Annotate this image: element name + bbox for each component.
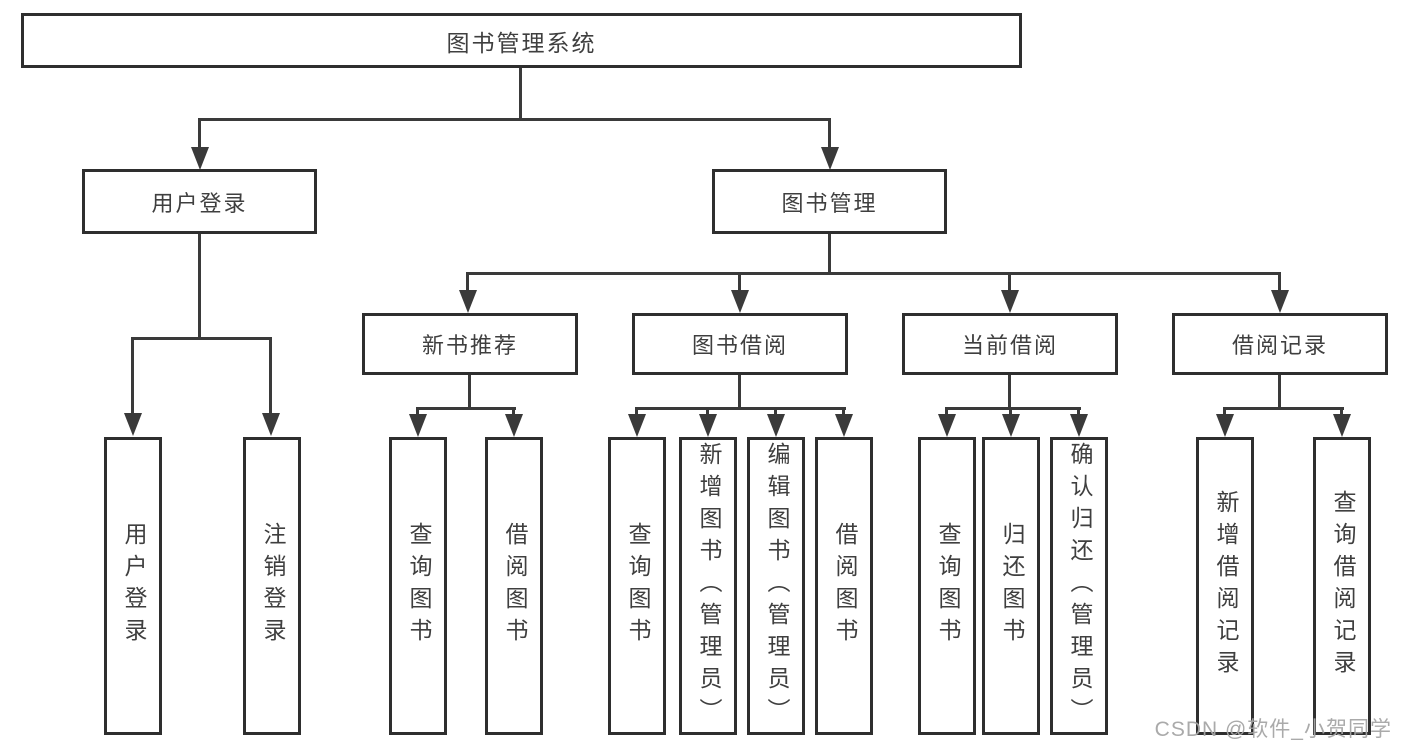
connector-root-drop-left: [198, 118, 201, 148]
leaf-borrow-edit-books-admin: 编辑图书（管理员）: [747, 437, 805, 735]
arrowhead-borrow-borrow: [835, 414, 853, 437]
connector-records-drop-1: [1223, 407, 1226, 415]
arrowhead-records-add: [1216, 414, 1234, 437]
arrowhead-current-query: [938, 414, 956, 437]
leaf-records-add-record-label: 新增借阅记录: [1212, 490, 1239, 682]
connector-records-stem: [1278, 375, 1281, 407]
leaf-borrow-borrow-books: 借阅图书: [815, 437, 873, 735]
leaf-recommend-query-books: 查询图书: [389, 437, 447, 735]
connector-login-stem: [198, 234, 201, 337]
leaf-user-login-label: 用户登录: [120, 522, 147, 650]
connector-recommend-bar: [416, 407, 516, 410]
connector-login-bar: [131, 337, 272, 340]
connector-borrow-drop-3: [774, 407, 777, 415]
connector-mgmt-drop-4: [1278, 272, 1281, 291]
connector-borrow-drop-4: [842, 407, 845, 415]
connector-current-stem: [1008, 375, 1011, 407]
leaf-current-return-books: 归还图书: [982, 437, 1040, 735]
leaf-current-confirm-return-admin: 确认归还（管理员）: [1050, 437, 1108, 735]
leaf-recommend-borrow-books-label: 借阅图书: [501, 522, 528, 650]
connector-mgmt-bar: [466, 272, 1281, 275]
leaf-borrow-edit-books-admin-label: 编辑图书（管理员）: [763, 442, 790, 730]
connector-current-drop-1: [945, 407, 948, 415]
connector-root-stem: [519, 68, 522, 118]
connector-borrow-bar: [635, 407, 846, 410]
arrowhead-recommend-borrow: [505, 414, 523, 437]
leaf-recommend-borrow-books: 借阅图书: [485, 437, 543, 735]
node-user-login-label: 用户登录: [151, 190, 248, 216]
arrowhead-new-book: [459, 290, 477, 313]
node-borrow-records-label: 借阅记录: [1231, 333, 1328, 358]
connector-records-drop-2: [1340, 407, 1343, 415]
node-book-borrow-label: 图书借阅: [691, 333, 788, 358]
leaf-borrow-borrow-books-label: 借阅图书: [831, 522, 858, 650]
connector-login-drop-right: [269, 337, 272, 413]
leaf-current-return-books-label: 归还图书: [998, 522, 1025, 650]
leaf-user-login: 用户登录: [104, 437, 162, 735]
connector-current-drop-3: [1077, 407, 1080, 415]
leaf-current-confirm-return-admin-label: 确认归还（管理员）: [1066, 442, 1093, 730]
leaf-records-add-record: 新增借阅记录: [1196, 437, 1254, 735]
connector-borrow-drop-2: [706, 407, 709, 415]
arrowhead-leaf-user-login: [124, 413, 142, 436]
connector-mgmt-drop-2: [738, 272, 741, 291]
node-new-book-recommend: 新书推荐: [362, 313, 578, 375]
arrowhead-book-borrow: [731, 290, 749, 313]
connector-borrow-drop-1: [635, 407, 638, 415]
connector-records-bar: [1223, 407, 1344, 410]
connector-recommend-drop-2: [512, 407, 515, 415]
node-user-login: 用户登录: [82, 169, 317, 234]
leaf-logout: 注销登录: [243, 437, 301, 735]
leaf-records-query-record: 查询借阅记录: [1313, 437, 1371, 735]
leaf-borrow-query-books: 查询图书: [608, 437, 666, 735]
arrowhead-leaf-logout: [262, 413, 280, 436]
connector-borrow-stem: [738, 375, 741, 407]
leaf-borrow-query-books-label: 查询图书: [624, 522, 651, 650]
node-new-book-recommend-label: 新书推荐: [421, 333, 518, 358]
connector-root-bar: [198, 118, 831, 121]
arrowhead-current-borrow: [1001, 290, 1019, 313]
arrowhead-user-login: [191, 147, 209, 170]
connector-root-drop-right: [828, 118, 831, 148]
csdn-watermark: CSDN @软件_小贺同学: [1154, 718, 1392, 741]
node-root: 图书管理系统: [21, 13, 1022, 68]
arrowhead-borrow-add: [699, 414, 717, 437]
leaf-logout-label: 注销登录: [259, 522, 286, 650]
arrowhead-borrow-query: [628, 414, 646, 437]
leaf-current-query-books-label: 查询图书: [934, 522, 961, 650]
leaf-borrow-add-books-admin-label: 新增图书（管理员）: [695, 442, 722, 730]
arrowhead-current-return: [1002, 414, 1020, 437]
connector-current-drop-2: [1009, 407, 1012, 415]
arrowhead-recommend-query: [409, 414, 427, 437]
leaf-current-query-books: 查询图书: [918, 437, 976, 735]
node-borrow-records: 借阅记录: [1172, 313, 1388, 375]
node-root-label: 图书管理系统: [446, 29, 597, 56]
node-current-borrow-label: 当前借阅: [961, 333, 1058, 358]
connector-current-bar: [945, 407, 1081, 410]
connector-mgmt-drop-1: [466, 272, 469, 291]
node-book-borrow: 图书借阅: [632, 313, 848, 375]
connector-login-drop-left: [131, 337, 134, 413]
connector-mgmt-drop-3: [1008, 272, 1011, 291]
arrowhead-borrow-edit: [767, 414, 785, 437]
leaf-borrow-add-books-admin: 新增图书（管理员）: [679, 437, 737, 735]
connector-mgmt-stem: [828, 234, 831, 272]
node-current-borrow: 当前借阅: [902, 313, 1118, 375]
node-book-management: 图书管理: [712, 169, 947, 234]
connector-recommend-drop-1: [416, 407, 419, 415]
arrowhead-current-confirm: [1070, 414, 1088, 437]
leaf-recommend-query-books-label: 查询图书: [405, 522, 432, 650]
arrowhead-records-query: [1333, 414, 1351, 437]
arrowhead-book-management: [821, 147, 839, 170]
connector-recommend-stem: [468, 375, 471, 407]
node-book-management-label: 图书管理: [781, 190, 878, 216]
leaf-records-query-record-label: 查询借阅记录: [1329, 490, 1356, 682]
arrowhead-borrow-records: [1271, 290, 1289, 313]
